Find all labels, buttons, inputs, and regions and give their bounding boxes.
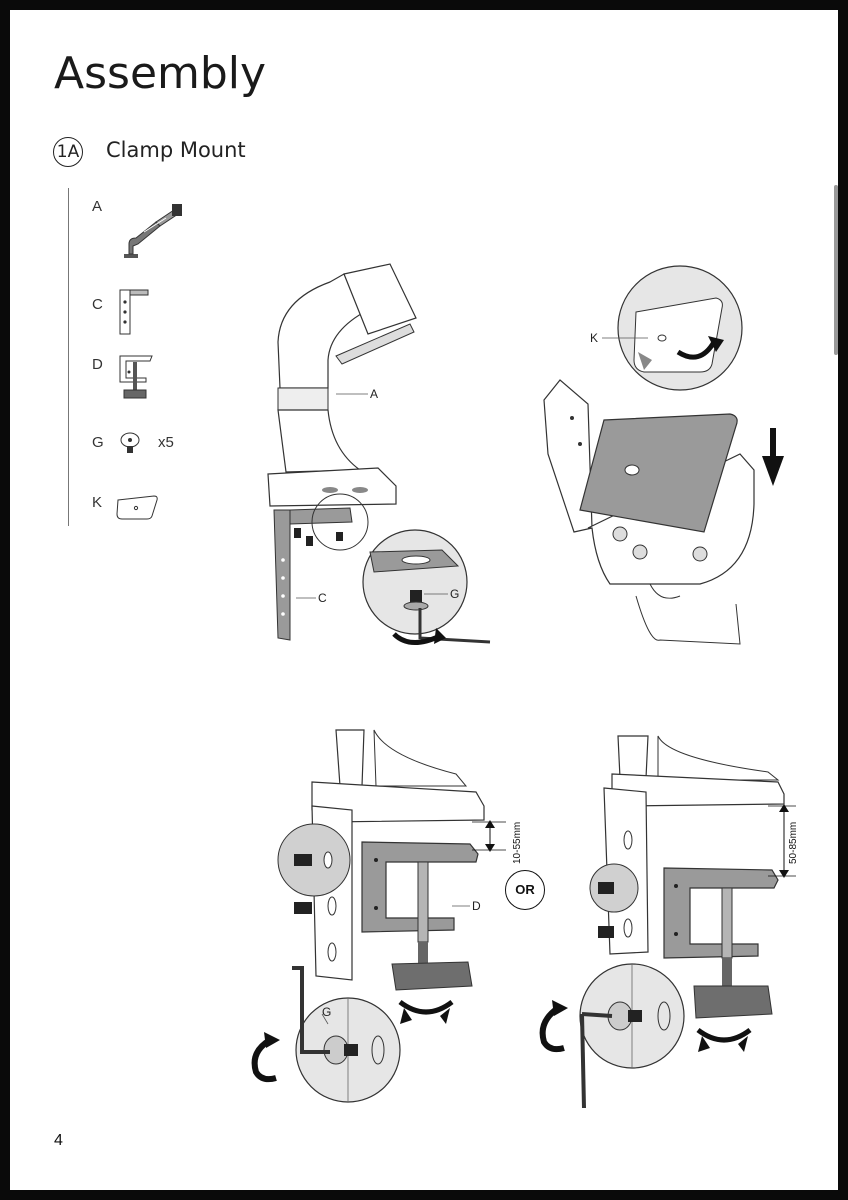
bracket-icon bbox=[119, 289, 149, 335]
figure4-dimension: 50-85mm bbox=[788, 822, 799, 864]
clamp-icon bbox=[119, 355, 153, 399]
figure3-dimension: 10-55mm bbox=[512, 822, 523, 864]
figure-clamp-large: 50-85mm bbox=[539, 735, 799, 1109]
page-title: Assembly bbox=[54, 48, 267, 99]
step-title: Clamp Mount bbox=[106, 138, 246, 162]
part-quantity: x5 bbox=[158, 434, 174, 451]
parts-divider bbox=[68, 188, 69, 526]
screw-icon bbox=[120, 432, 140, 453]
cover-plate-icon bbox=[116, 495, 158, 520]
figure-bracket-attach: A C G bbox=[267, 263, 491, 645]
monitor-arm-icon bbox=[124, 204, 182, 258]
part-letter-d: D bbox=[92, 356, 103, 373]
figure2-label-k: K bbox=[590, 331, 598, 345]
figure-cover-plate: K bbox=[543, 265, 784, 645]
part-letter-k: K bbox=[92, 494, 103, 511]
page-number: 4 bbox=[54, 1132, 63, 1149]
figure1-label-g: G bbox=[450, 587, 459, 601]
part-letter-g: G bbox=[92, 434, 104, 451]
step-badge: 1A bbox=[53, 137, 83, 167]
figure1-label-c: C bbox=[318, 591, 327, 605]
figure3-label-g: G bbox=[322, 1005, 331, 1019]
part-letter-a: A bbox=[92, 198, 103, 215]
part-letter-c: C bbox=[92, 296, 103, 313]
manual-page: Assembly 1A Clamp Mount A C D G x5 K bbox=[10, 10, 838, 1190]
scrollbar-thumb[interactable] bbox=[834, 185, 838, 355]
or-badge: OR bbox=[505, 870, 545, 910]
figure1-label-a: A bbox=[370, 387, 378, 401]
figure3-label-d: D bbox=[472, 899, 481, 913]
figure-clamp-small: 10-55mm D G bbox=[251, 729, 523, 1103]
